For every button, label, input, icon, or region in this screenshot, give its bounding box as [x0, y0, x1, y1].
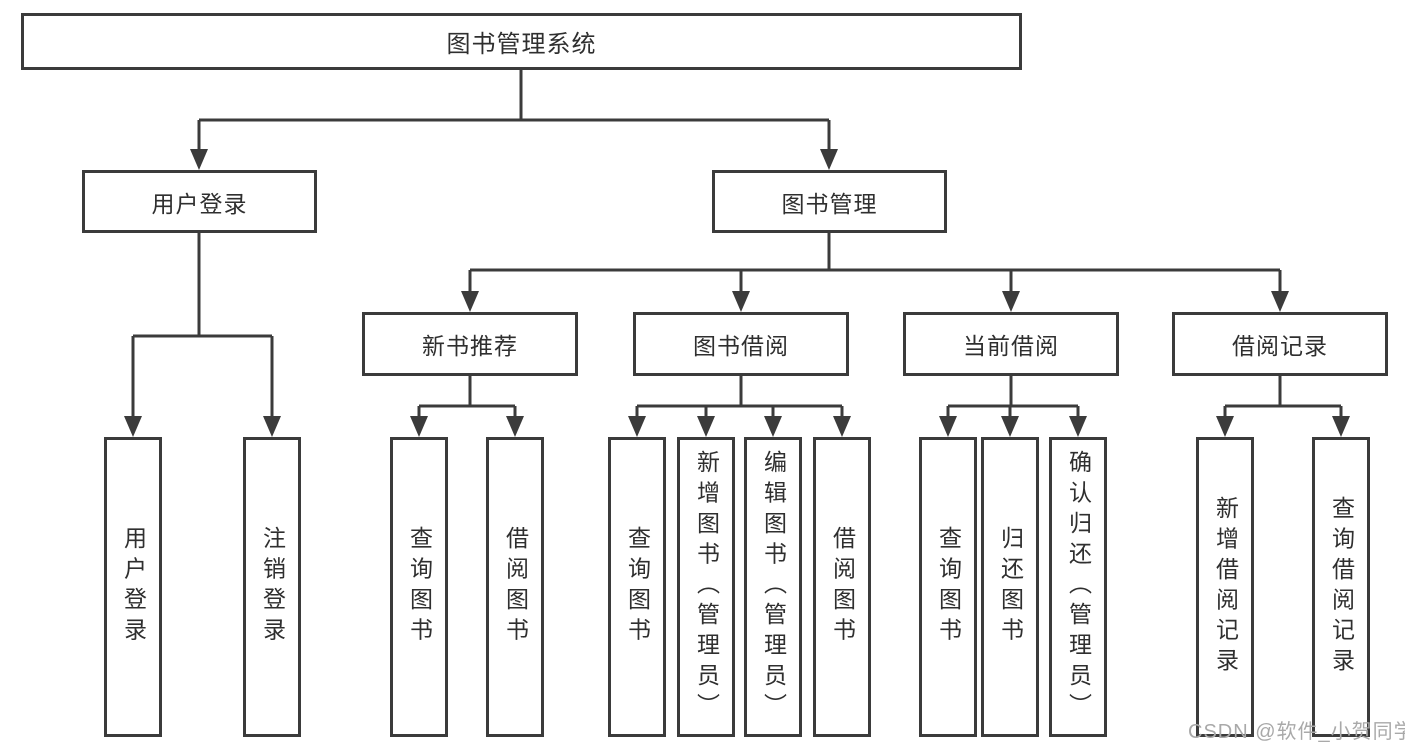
- leaf-query-books-borrow: 查询图书: [608, 437, 666, 737]
- connector-bookborrow-to-leaves: [628, 376, 851, 437]
- node-label: 归还图书: [997, 526, 1024, 648]
- node-label: 借阅图书: [502, 526, 529, 648]
- leaf-return-books: 归还图书: [981, 437, 1039, 737]
- csdn-watermark: CSDN @软件_小贺同学: [1188, 721, 1405, 743]
- node-label: 查询图书: [624, 526, 651, 648]
- node-book-management: 图书管理: [712, 170, 947, 233]
- leaf-add-books-admin: 新增图书（管理员）: [677, 437, 735, 737]
- connector-currentborrow-to-leaves: [939, 376, 1087, 437]
- node-label: 用户登录: [120, 526, 147, 648]
- leaf-query-books-current: 查询图书: [919, 437, 977, 737]
- leaf-query-borrow-record: 查询借阅记录: [1312, 437, 1370, 737]
- leaf-user-login: 用户登录: [104, 437, 162, 737]
- leaf-edit-books-admin: 编辑图书（管理员）: [744, 437, 802, 737]
- node-label: 新增借阅记录: [1212, 495, 1239, 679]
- node-label: 新书推荐: [422, 333, 518, 359]
- node-label: 借阅图书: [829, 526, 856, 648]
- leaf-borrow-books-recommend: 借阅图书: [486, 437, 544, 737]
- connector-root-to-level2: [190, 70, 838, 170]
- leaf-query-books-recommend: 查询图书: [390, 437, 448, 737]
- node-library-management-system: 图书管理系统: [21, 13, 1022, 70]
- node-label: 确认归还（管理员）: [1065, 450, 1092, 724]
- leaf-borrow-books: 借阅图书: [813, 437, 871, 737]
- node-user-login: 用户登录: [82, 170, 317, 233]
- node-label: 查询借阅记录: [1328, 495, 1355, 679]
- node-label: 新增图书（管理员）: [693, 450, 720, 724]
- connector-newbook-to-leaves: [410, 376, 524, 437]
- leaf-logout: 注销登录: [243, 437, 301, 737]
- connector-borrowrecords-to-leaves: [1216, 376, 1350, 437]
- leaf-add-borrow-record: 新增借阅记录: [1196, 437, 1254, 737]
- node-label: 图书借阅: [693, 333, 789, 359]
- node-book-borrow: 图书借阅: [633, 312, 849, 376]
- connector-bookmgmt-to-level3: [461, 233, 1289, 312]
- node-label: 图书管理系统: [446, 31, 597, 58]
- node-label: 注销登录: [259, 526, 286, 648]
- node-borrow-records: 借阅记录: [1172, 312, 1388, 376]
- node-label: 当前借阅: [963, 333, 1059, 359]
- node-label: 查询图书: [935, 526, 962, 648]
- node-new-book-recommend: 新书推荐: [362, 312, 578, 376]
- node-current-borrow: 当前借阅: [903, 312, 1119, 376]
- node-label: 查询图书: [406, 526, 433, 648]
- node-label: 用户登录: [151, 190, 248, 217]
- node-label: 借阅记录: [1232, 333, 1328, 359]
- node-label: 编辑图书（管理员）: [760, 450, 787, 724]
- leaf-confirm-return-admin: 确认归还（管理员）: [1049, 437, 1107, 737]
- connector-userlogin-to-leaves: [124, 233, 281, 437]
- node-label: 图书管理: [781, 190, 878, 217]
